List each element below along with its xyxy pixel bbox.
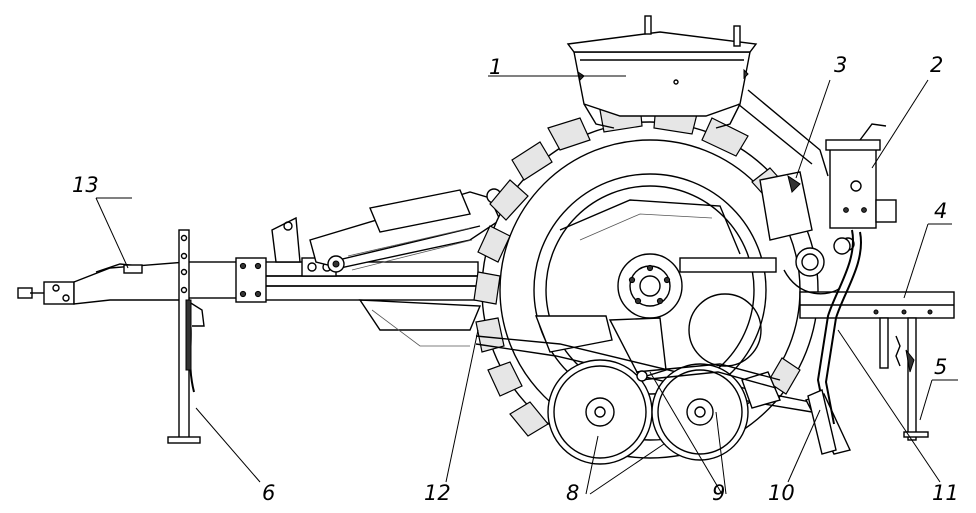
callout-10: 10 — [768, 481, 795, 505]
seed-hopper — [566, 15, 758, 129]
callout-12: 12 — [424, 481, 451, 505]
hydraulic-arm — [309, 188, 502, 347]
gearbox — [825, 123, 897, 251]
callout-11: 11 — [932, 481, 959, 505]
spring-tine — [807, 229, 863, 455]
callout-6: 6 — [262, 481, 275, 505]
callout-1: 1 — [489, 55, 502, 79]
callout-8: 8 — [566, 481, 579, 505]
press-wheel-arms — [635, 363, 781, 389]
press-wheels — [547, 359, 749, 465]
callout-4: 4 — [934, 199, 947, 223]
toolbar-frame — [679, 237, 955, 319]
callout-13: 13 — [72, 173, 99, 197]
callout-labels: 1 2 3 4 5 6 8 9 10 11 12 13 — [72, 53, 959, 505]
callout-5: 5 — [934, 355, 947, 379]
hopper-support — [737, 89, 829, 241]
callout-3: 3 — [834, 53, 847, 77]
callout-2: 2 — [930, 53, 943, 77]
support-stand — [167, 229, 205, 444]
leader-lines — [95, 75, 958, 495]
callout-9: 9 — [712, 481, 725, 505]
harrow-tines — [879, 317, 929, 441]
tongue-frame — [17, 216, 479, 305]
